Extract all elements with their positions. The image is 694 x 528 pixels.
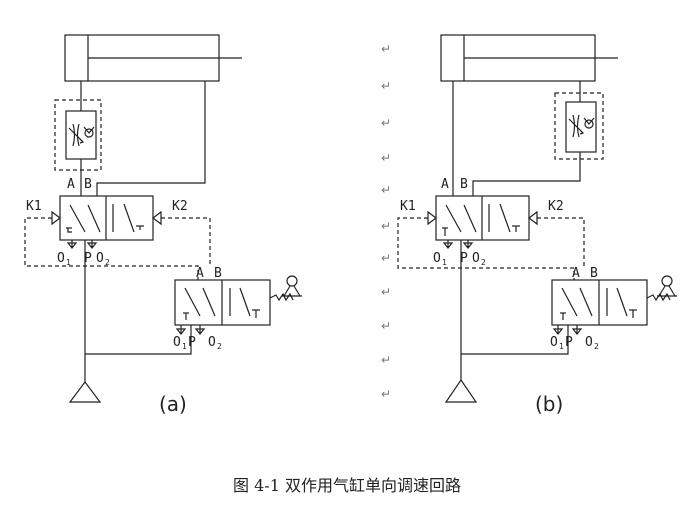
paragraph-mark: ↵ [381, 285, 391, 299]
exhaust-o2-label: O [472, 251, 480, 266]
air-source [68, 381, 102, 403]
port-a-label: A [67, 177, 75, 192]
paragraph-mark: ↵ [381, 251, 391, 265]
exhaust-o1-subscript: 1 [442, 258, 447, 267]
panel-b [397, 34, 677, 403]
pilot-lines [397, 217, 585, 280]
paragraph-mark: ↵ [381, 79, 391, 93]
exhaust-o2-label: O [96, 251, 104, 266]
panel-a-labels: A B K1 K2 O 1 P O 2 A B O 1 P O 2 (a) [26, 177, 222, 416]
exhaust-o2-subscript: 2 [481, 258, 486, 267]
manual-port-a-label: A [572, 266, 580, 281]
port-a-label: A [441, 177, 449, 192]
exhaust-o1-subscript: 1 [66, 258, 71, 267]
pilot-k1-label: K1 [26, 199, 42, 214]
manual-exhaust-o1-subscript: 1 [559, 342, 564, 351]
paragraph-mark: ↵ [381, 319, 391, 333]
exhaust-o1-label: O [57, 251, 65, 266]
manual-pressure-label: P [565, 335, 573, 350]
manual-exhaust-o1-subscript: 1 [182, 342, 187, 351]
pilot-k2-label: K2 [172, 199, 188, 214]
manual-exhaust-o2-label: O [585, 335, 593, 350]
double-acting-cylinder [440, 34, 618, 82]
paragraph-mark: ↵ [381, 116, 391, 130]
paragraph-mark: ↵ [381, 183, 391, 197]
exhaust-o2-subscript: 2 [105, 258, 110, 267]
figure-caption: 图 4-1 双作用气缸单向调速回路 [233, 476, 461, 495]
pressure-p-label: P [460, 251, 468, 266]
manual-pressure-label: P [188, 335, 196, 350]
panel-a [24, 34, 302, 403]
paragraph-mark: ↵ [381, 219, 391, 233]
manual-exhaust-o1-label: O [173, 335, 181, 350]
panel-a-label: (a) [159, 392, 187, 416]
paragraph-marks: ↵ ↵ ↵ ↵ ↵ ↵ ↵ ↵ ↵ ↵ ↵ [381, 42, 391, 401]
pressure-p-label: P [84, 251, 92, 266]
pilot-lines [24, 217, 211, 280]
manual-valve [174, 275, 302, 326]
air-source [444, 378, 478, 403]
manual-port-a-label: A [196, 266, 204, 281]
manual-valve [551, 275, 677, 326]
manual-exhaust-o1-label: O [550, 335, 558, 350]
pilot-k1-label: K1 [400, 199, 416, 214]
exhaust-o1-label: O [433, 251, 441, 266]
panel-b-labels: A B K1 K2 O 1 P O 2 A B O 1 P O 2 (b) [400, 177, 599, 416]
manual-exhaust-o2-subscript: 2 [594, 342, 599, 351]
manual-port-b-label: B [214, 266, 222, 281]
one-way-flow-control-valve [54, 99, 102, 171]
paragraph-mark: ↵ [381, 353, 391, 367]
one-way-flow-control-valve [554, 92, 604, 160]
paragraph-mark: ↵ [381, 387, 391, 401]
main-pilot-valve [51, 195, 162, 241]
paragraph-mark: ↵ [381, 151, 391, 165]
main-pilot-valve [427, 195, 538, 241]
double-acting-cylinder [64, 34, 242, 82]
port-b-label: B [84, 177, 92, 192]
pilot-k2-label: K2 [548, 199, 564, 214]
manual-exhaust-o2-label: O [208, 335, 216, 350]
manual-port-b-label: B [590, 266, 598, 281]
panel-b-label: (b) [535, 392, 563, 416]
manual-exhaust-o2-subscript: 2 [217, 342, 222, 351]
port-b-label: B [460, 177, 468, 192]
paragraph-mark: ↵ [381, 42, 391, 56]
